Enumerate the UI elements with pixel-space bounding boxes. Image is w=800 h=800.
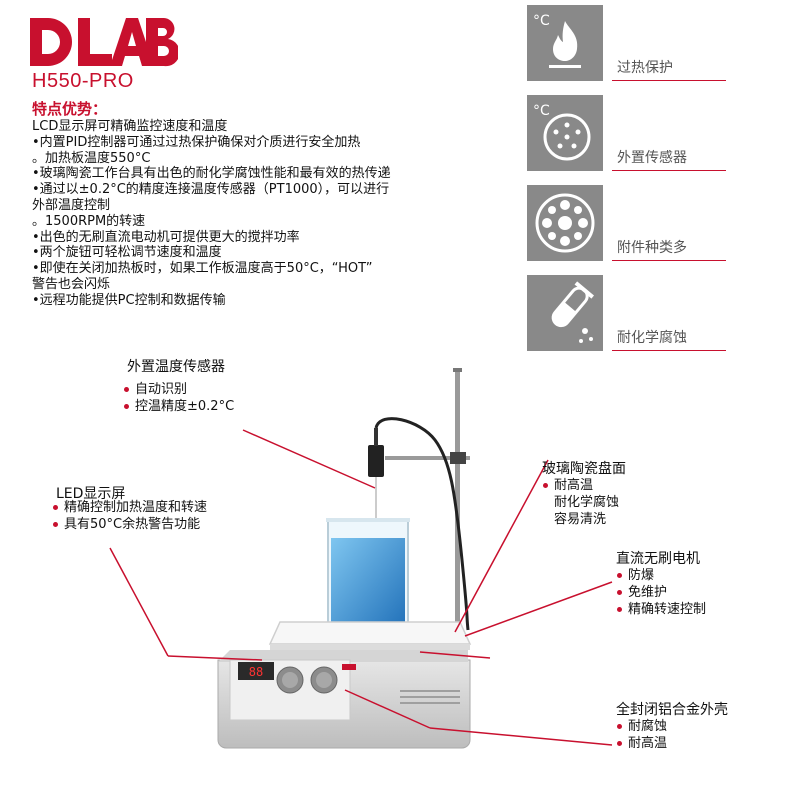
callout-sensor-list: 自动识别 控温精度±0.2°C	[123, 381, 234, 415]
callout-bullet: 耐腐蚀	[616, 718, 667, 735]
tile-label: 附件种类多	[617, 240, 687, 256]
feature-item: •内置PID控制器可通过过热保护确保对介质进行安全加热	[32, 134, 361, 150]
callout-bullet: 自动识别	[123, 381, 234, 398]
callout-bullet: 控温精度±0.2°C	[123, 398, 234, 415]
callout-bullet: 容易清洗	[554, 512, 607, 527]
flame-icon: °C	[533, 13, 581, 68]
feature-item: •两个旋钮可轻松调节速度和温度	[32, 245, 222, 261]
hotplate-stirrer-illustration: 88	[217, 368, 472, 749]
callout-led-title: LED显示屏	[56, 486, 126, 502]
callout-bullet: 免维护	[616, 584, 706, 601]
tile-divider	[612, 350, 726, 351]
tile-divider	[612, 260, 726, 261]
callout-bullet: 耐高温	[616, 735, 667, 752]
feature-item: •通过以±0.2°C的精度连接温度传感器（PT1000），可以进行	[32, 182, 390, 198]
feature-item: 。1500RPM的转速	[32, 213, 146, 229]
callout-bullet: 耐高温	[542, 477, 619, 494]
tile-sensor: °C	[527, 95, 603, 171]
feature-list: LCD显示屏可精确监控速度和温度 •内置PID控制器可通过过热保护确保对介质进行…	[32, 119, 502, 309]
callout-shell-list: 耐腐蚀 耐高温	[616, 718, 667, 752]
feature-item: 警告也会闪烁	[32, 276, 111, 292]
feature-item: 。加热板温度550°C	[32, 150, 151, 166]
model-name: H550-PRO	[32, 70, 134, 92]
callout-bullet: 防爆	[616, 567, 706, 584]
callout-led-list: 精确控制加热温度和转速 具有50°C余热警告功能	[52, 499, 207, 533]
tile-accessories	[527, 185, 603, 261]
tile-chemical	[527, 275, 603, 351]
callout-shell-title: 全封闭铝合金外壳	[616, 702, 728, 718]
tile-overheat: °C	[527, 5, 603, 81]
callout-glass-title: 玻璃陶瓷盘面	[542, 461, 626, 477]
feature-item: •出色的无刷直流电动机可提供更大的搅拌功率	[32, 229, 300, 245]
callout-bullet: 具有50°C余热警告功能	[52, 516, 207, 533]
callout-bullet: 精确转速控制	[616, 601, 706, 618]
feature-item: •即使在关闭加热板时，如果工作板温度高于50°C，“HOT”	[32, 261, 373, 277]
tile-label: 过热保护	[617, 60, 673, 76]
feature-item: 外部温度控制	[32, 197, 111, 213]
test-tube-icon	[551, 281, 594, 343]
features-title: 特点优势：	[32, 100, 108, 118]
feature-item: •远程功能提供PC控制和数据传输	[32, 292, 226, 308]
feature-item: •玻璃陶瓷工作台具有出色的耐化学腐蚀性能和最有效的热传递	[32, 166, 391, 182]
sensor-plug-icon: °C	[533, 103, 591, 161]
tile-unit: °C	[533, 13, 550, 29]
callout-motor-list: 防爆 免维护 精确转速控制	[616, 567, 706, 618]
accessory-plate-icon	[535, 193, 595, 253]
dlab-logo	[30, 18, 178, 67]
tile-unit: °C	[533, 103, 550, 119]
callout-motor-title: 直流无刷电机	[616, 551, 700, 567]
tile-divider	[612, 80, 726, 81]
callout-sensor-title: 外置温度传感器	[127, 359, 225, 375]
tile-divider	[612, 170, 726, 171]
device-display-readout: 88	[249, 665, 263, 679]
feature-item: LCD显示屏可精确监控速度和温度	[32, 119, 228, 134]
tile-label: 外置传感器	[617, 150, 687, 166]
callout-glass-list: 耐高温 耐化学腐蚀 容易清洗	[542, 477, 619, 528]
tile-label: 耐化学腐蚀	[617, 330, 687, 346]
callout-bullet: 耐化学腐蚀	[554, 495, 620, 510]
callout-bullet: 精确控制加热温度和转速	[52, 499, 207, 516]
